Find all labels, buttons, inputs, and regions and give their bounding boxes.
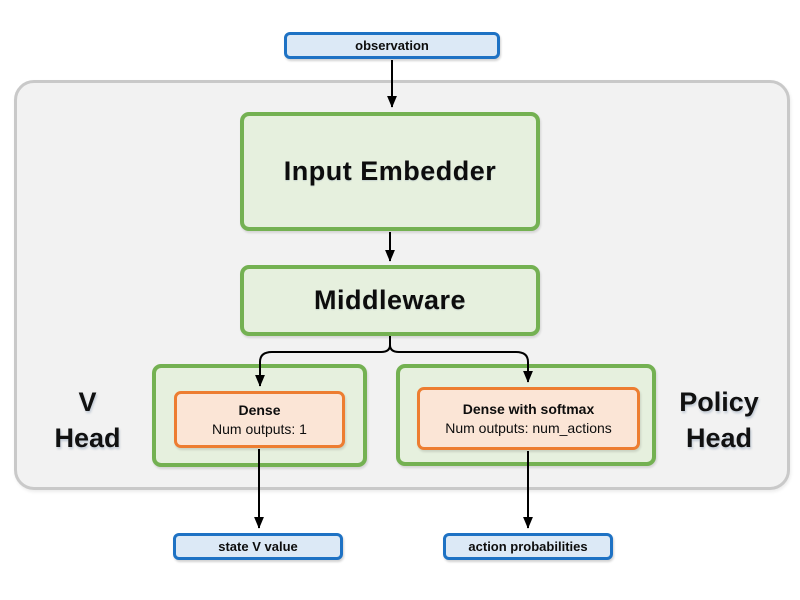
node-v-dense-title: Dense <box>238 401 281 418</box>
policy-head-label: Policy Head <box>660 385 778 457</box>
v-head-label-line2: Head <box>54 422 121 453</box>
node-state-v-value: state V value <box>173 533 343 560</box>
node-policy-dense-title: Dense with softmax <box>462 400 595 417</box>
node-v-dense-subtitle: Num outputs: 1 <box>212 420 307 437</box>
node-middleware-label: Middleware <box>313 285 467 315</box>
node-action-probabilities: action probabilities <box>443 533 613 560</box>
node-state-v-value-label: state V value <box>218 539 298 554</box>
node-action-probabilities-label: action probabilities <box>468 539 588 554</box>
node-input-embedder-label: Input Embedder <box>283 156 497 186</box>
node-middleware: Middleware <box>240 265 540 336</box>
node-policy-dense-subtitle: Num outputs: num_actions <box>445 419 612 436</box>
node-observation-label: observation <box>355 38 429 53</box>
node-v-dense: Dense Num outputs: 1 <box>174 391 345 448</box>
node-input-embedder: Input Embedder <box>240 112 540 231</box>
policy-head-label-line2: Head <box>685 422 753 453</box>
node-policy-dense: Dense with softmax Num outputs: num_acti… <box>417 387 640 450</box>
policy-head-label-line1: Policy <box>679 387 759 417</box>
node-observation: observation <box>284 32 500 59</box>
v-head-label: V Head <box>30 385 145 457</box>
v-head-label-line1: V <box>78 387 97 417</box>
